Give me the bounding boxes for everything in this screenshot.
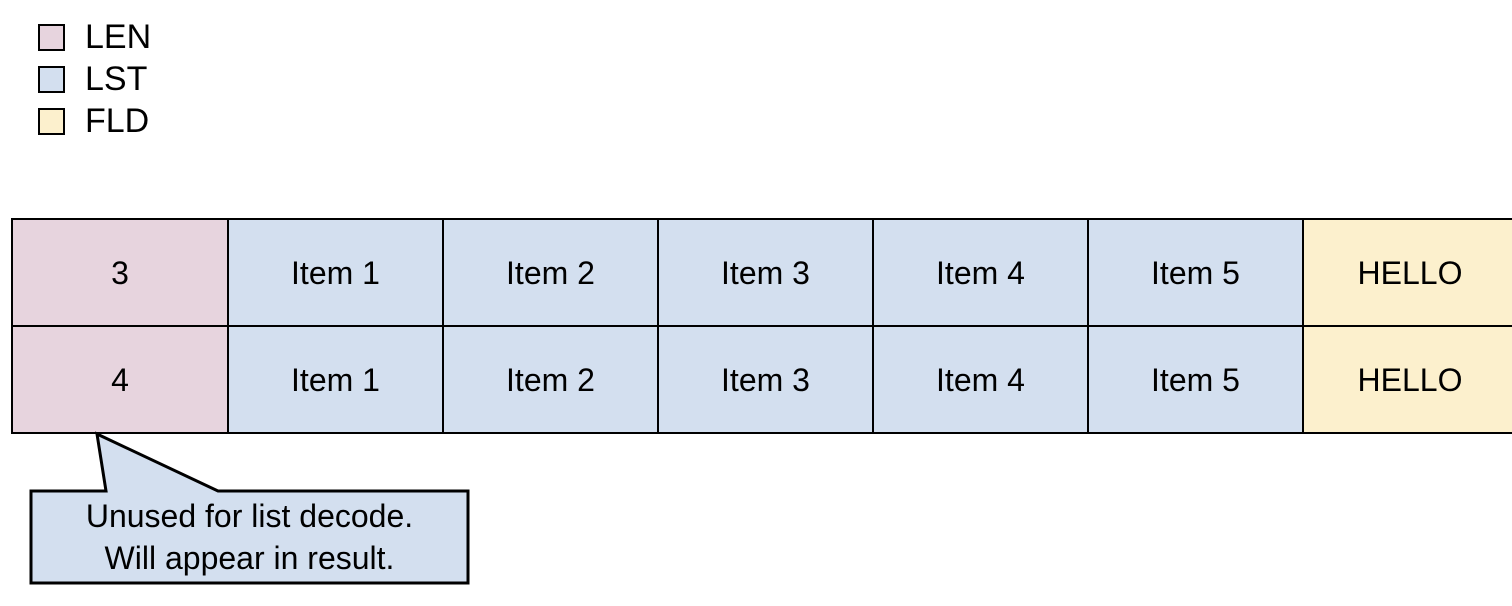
legend-item-fld: FLD	[38, 100, 458, 142]
list-cell: Item 5	[1087, 218, 1304, 327]
list-cell: Item 3	[657, 325, 874, 434]
list-cell: Item 4	[872, 218, 1089, 327]
callout-text: Unused for list decode. Will appear in r…	[31, 491, 468, 583]
table-row: 3 Item 1 Item 2 Item 3 Item 4 Item 5 HEL…	[11, 218, 1512, 327]
legend-item-lst: LST	[38, 58, 458, 100]
callout-line-2: Will appear in result.	[104, 540, 395, 576]
list-cell: Item 1	[227, 325, 444, 434]
list-cell: Item 4	[872, 325, 1089, 434]
table-row: 4 Item 1 Item 2 Item 3 Item 4 Item 5 HEL…	[11, 325, 1512, 434]
callout-line-1: Unused for list decode.	[85, 498, 414, 534]
list-cell: Item 2	[442, 218, 659, 327]
field-cell: HELLO	[1302, 325, 1512, 434]
len-cell: 4	[11, 325, 229, 434]
len-cell: 3	[11, 218, 229, 327]
field-cell: HELLO	[1302, 218, 1512, 327]
square-swatch-icon	[38, 23, 65, 51]
list-cell: Item 3	[657, 218, 874, 327]
list-cell: Item 2	[442, 325, 659, 434]
legend-item-label: LEN	[85, 18, 152, 56]
list-cell: Item 1	[227, 218, 444, 327]
list-cell: Item 5	[1087, 325, 1304, 434]
legend-item-label: FLD	[85, 102, 150, 140]
legend: LEN LST FLD	[38, 16, 458, 142]
packet-layout-table: 3 Item 1 Item 2 Item 3 Item 4 Item 5 HEL…	[11, 218, 1512, 434]
square-swatch-icon	[38, 107, 65, 135]
legend-item-len: LEN	[38, 16, 458, 58]
legend-item-label: LST	[85, 60, 148, 98]
square-swatch-icon	[38, 65, 65, 93]
